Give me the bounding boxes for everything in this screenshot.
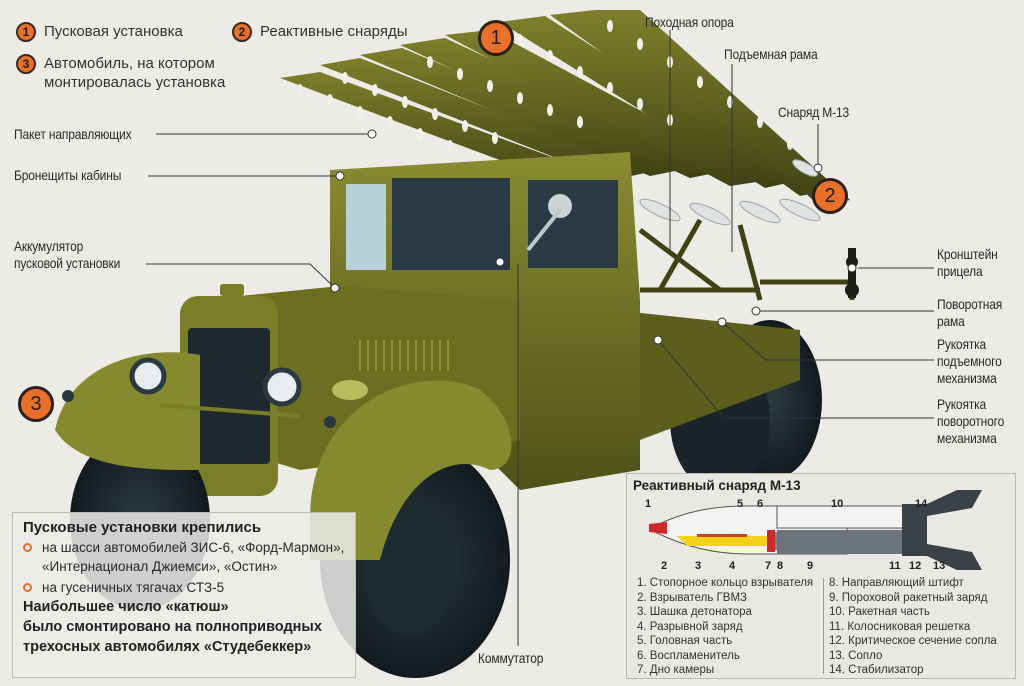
legend-item-launcher: 1 Пусковая установка xyxy=(16,22,183,42)
infobox-footer-line: трехосных автомобилях «Студебеккер» xyxy=(23,639,312,655)
part-number: 1 xyxy=(645,498,652,510)
callout-commutator: Коммутатор xyxy=(478,650,544,666)
callout-guide-package: Пакет направляющих xyxy=(14,126,132,142)
legend-label-line1: Автомобиль, на котором xyxy=(44,55,215,72)
callout-battery: Аккумулятор пусковой установки xyxy=(14,238,120,272)
part-item: 8. Направляющий штифт xyxy=(829,577,964,589)
parts-list-right: 8. Направляющий штифт 9. Пороховой ракет… xyxy=(829,576,997,678)
callout-dots xyxy=(330,129,857,345)
infobox-footer-line: было смонтировано на полноприводных xyxy=(23,619,322,635)
part-item: 9. Пороховой ракетный заряд xyxy=(829,591,988,604)
rocket-panel-title: Реактивный снаряд М-13 xyxy=(633,478,801,493)
legend-label: Пусковая установка xyxy=(44,23,183,40)
front-fender-left xyxy=(55,352,200,470)
parts-list-left: 1. Стопорное кольцо взрывателя 2. Взрыва… xyxy=(637,576,813,678)
legend-item-rockets: 2 Реактивные снаряды xyxy=(232,22,408,42)
bullet-text: на гусеничных тягачах СТЗ-5 xyxy=(42,580,225,595)
legend-label: Реактивные снаряды xyxy=(260,23,408,40)
part-item: 7. Дно камеры xyxy=(637,664,715,676)
part-item: 11. Колосниковая решетка xyxy=(829,620,971,633)
infobox-bullet: на гусеничных тягачах СТЗ-5 xyxy=(23,578,345,597)
infobox-footer-line: Наибольшее число «катюш» xyxy=(23,599,229,615)
line: Поворотная xyxy=(937,296,1003,312)
line: рама xyxy=(937,313,965,329)
infobox-bullet: на шасси автомобилей ЗИС-6, «Форд-Мармон… xyxy=(23,538,345,576)
line: прицела xyxy=(937,263,983,279)
part-item: 4. Разрывной заряд xyxy=(637,620,743,633)
line: Рукоятка xyxy=(937,336,987,352)
part-number: 5 xyxy=(737,498,744,510)
leader-lines xyxy=(146,30,934,646)
callout-lifting-frame: Подъемная рама xyxy=(724,46,818,62)
line: Кронштейн xyxy=(937,246,998,262)
part-number: 12 xyxy=(909,560,922,572)
part-item: 14. Стабилизатор xyxy=(829,664,924,676)
bullet-circle-icon xyxy=(23,543,32,552)
callout-travel-support: Походная опора xyxy=(645,14,734,30)
callout-sight-bracket: Кронштейн прицела xyxy=(937,246,998,280)
legend-item-vehicle: 3 Автомобиль, на котором монтировалась у… xyxy=(16,54,225,92)
part-number: 8 xyxy=(777,560,784,572)
bullet-circle-icon xyxy=(23,583,32,592)
front-fender-right xyxy=(310,380,512,560)
bullet-text: «Интернационал Джиемси», «Остин» xyxy=(42,559,278,574)
part-item: 6. Воспламенитель xyxy=(637,649,740,662)
legend-label-line2: монтировалась установка xyxy=(44,74,226,91)
badge-2: 2 xyxy=(232,22,252,42)
callout-battery-line1: Аккумулятор xyxy=(14,238,84,254)
part-number: 13 xyxy=(933,560,946,572)
part-item: 3. Шашка детонатора xyxy=(637,606,752,618)
callout-m13-shell: Снаряд М-13 xyxy=(778,104,850,120)
part-item: 13. Сопло xyxy=(829,649,883,662)
rocket-cross-section xyxy=(649,490,982,570)
line: подъемного xyxy=(937,353,1002,369)
headlight-left xyxy=(129,357,167,395)
line: механизма xyxy=(937,370,997,386)
part-item: 1. Стопорное кольцо взрывателя xyxy=(637,577,814,589)
callout-cabin-armor: Бронещиты кабины xyxy=(14,167,122,183)
mounting-info-box: Пусковые установки крепились на шасси ав… xyxy=(12,512,356,678)
line: Рукоятка xyxy=(937,396,987,412)
infobox-title: Пусковые установки крепились xyxy=(23,519,262,536)
part-number: 14 xyxy=(915,498,928,510)
bullet-text: на шасси автомобилей ЗИС-6, «Форд-Мармон… xyxy=(42,540,345,555)
part-number: 11 xyxy=(889,560,901,572)
callout-battery-line2: пусковой установки xyxy=(14,255,121,271)
part-number: 10 xyxy=(831,498,844,510)
guide-rails xyxy=(280,10,855,301)
callout-rotary-frame: Поворотная рама xyxy=(937,296,1002,330)
callout-rotate-handle: Рукоятка поворотного механизма xyxy=(937,396,1004,447)
line: механизма xyxy=(937,430,997,446)
badge-1: 1 xyxy=(16,22,36,42)
part-number: 4 xyxy=(729,560,736,572)
part-number: 3 xyxy=(695,560,702,572)
part-item: 10. Ракетная часть xyxy=(829,606,930,618)
part-number: 7 xyxy=(765,560,772,572)
part-item: 2. Взрыватель ГВМЗ xyxy=(637,591,747,604)
launcher-badge: 1 xyxy=(478,20,514,56)
divider xyxy=(823,578,824,674)
part-number: 2 xyxy=(661,560,668,572)
m13-rocket-panel: Реактивный снаряд М-13 1 5 6 10 14 2 3 4… xyxy=(626,473,1016,679)
part-number: 6 xyxy=(757,498,764,510)
part-item: 12. Критическое сечение сопла xyxy=(829,635,997,647)
line: поворотного xyxy=(937,413,1005,429)
rockets-badge: 2 xyxy=(812,178,848,214)
part-item: 5. Головная часть xyxy=(637,635,733,647)
badge-3: 3 xyxy=(16,54,36,74)
part-number: 9 xyxy=(807,560,814,572)
callout-lift-handle: Рукоятка подъемного механизма xyxy=(937,336,1002,387)
vehicle-badge: 3 xyxy=(18,386,54,422)
headlight-right xyxy=(262,367,302,407)
